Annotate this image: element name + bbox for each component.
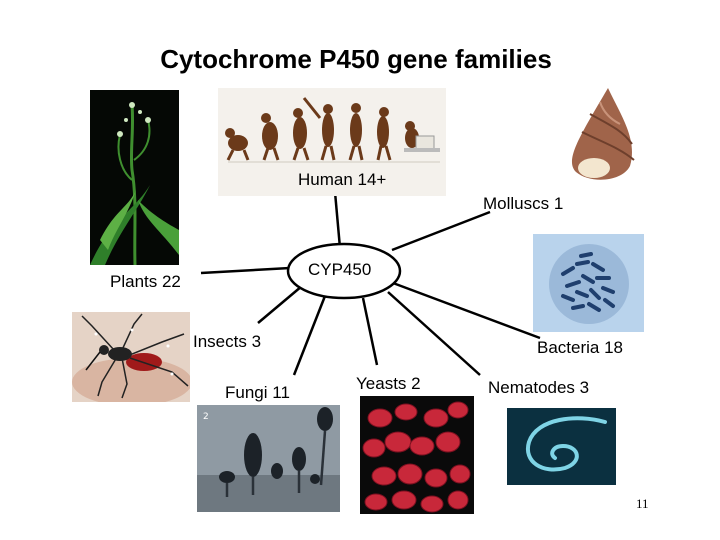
bacteria-label: Bacteria 18 [537,338,623,357]
connector-plants [200,266,291,275]
fungi-micrograph: 2 [197,405,340,512]
center-node-label: CYP450 [308,260,372,279]
yeast-micrograph [360,396,474,514]
connector-insects [257,285,303,324]
svg-text:2: 2 [203,412,209,422]
connector-yeasts [361,297,379,366]
molluscs-label: Molluscs 1 [483,194,564,213]
connector-molluscs [391,210,491,252]
fungi-label: Fungi 11 [225,383,290,402]
insects-label: Insects 3 [193,332,262,351]
nematodes-label: Nematodes 3 [488,378,590,397]
bacteria-micrograph [533,234,644,332]
slide-title: Cytochrome P450 gene families [160,44,552,74]
center-node-ellipse [286,242,402,300]
connector-nematodes [387,291,481,376]
connector-bacteria [392,281,541,340]
snail-shell-photo [560,84,642,186]
nematode-micrograph [507,408,616,485]
human-evolution-illustration [218,88,446,196]
connector-fungi [292,295,327,376]
plant-photo [90,90,179,265]
plants-label: Plants 22 [110,272,181,291]
connector-human [333,191,342,249]
yeasts-label: Yeasts 2 [356,374,421,393]
page-number: 11 [636,496,649,511]
mosquito-photo [72,312,190,402]
human-label: Human 14+ [298,170,387,189]
